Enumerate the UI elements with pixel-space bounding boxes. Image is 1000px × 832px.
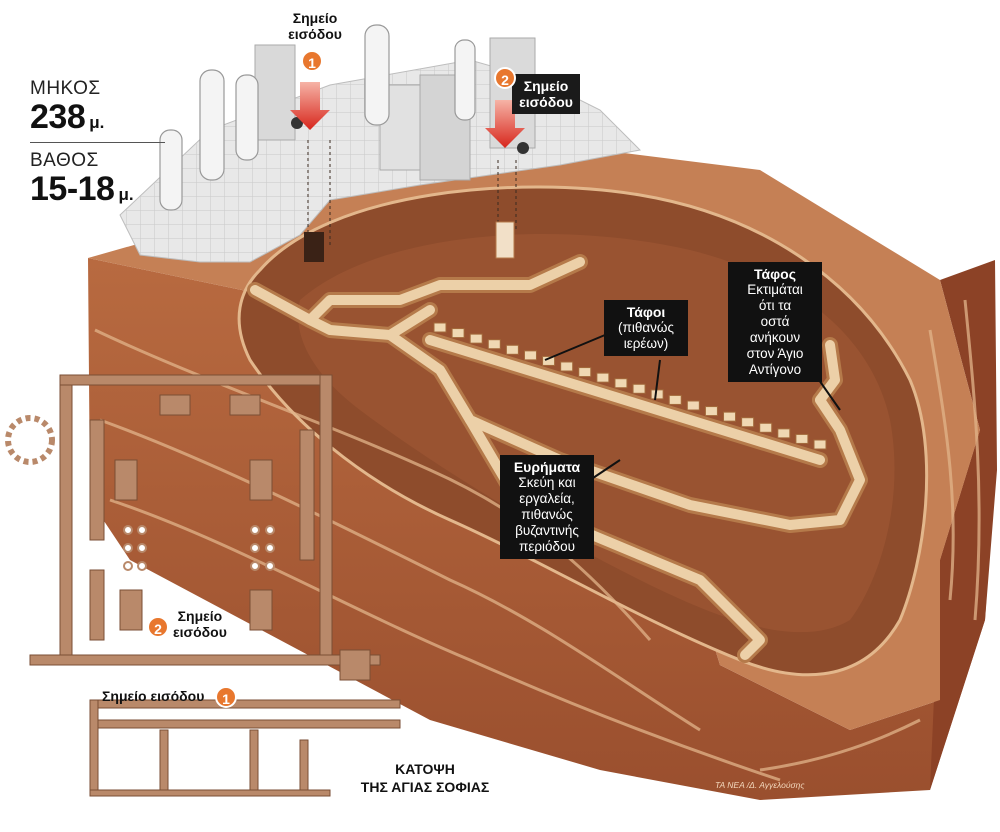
plan-entry-2-badge: 2	[147, 616, 169, 638]
tomb-niche	[433, 322, 447, 333]
callout-leaders	[544, 334, 841, 481]
plan-caption-line1: ΚΑΤΟΨΗ	[395, 761, 455, 777]
entry-2-line1: Σημείο	[523, 78, 569, 94]
callout-tombs-title: Τάφοι	[626, 304, 666, 320]
tomb-niche	[560, 361, 574, 372]
entry-2-line2: εισόδου	[519, 94, 573, 110]
plan-entry-2-line1: Σημείο	[177, 608, 223, 624]
credit-line: ΤΑ ΝΕΑ /Δ. Αγγελούσης	[715, 780, 805, 790]
plan-caption: ΚΑΤΟΨΗ ΤΗΣ ΑΓΙΑΣ ΣΟΦΙΑΣ	[345, 760, 505, 796]
tomb-niche	[542, 355, 556, 366]
tomb-niche	[759, 422, 773, 433]
length-number: 238	[30, 98, 86, 136]
callout-tomb: Τάφος Εκτιμάται ότι τα οστά ανήκουν στον…	[728, 262, 822, 382]
tomb-niches	[433, 322, 827, 450]
tomb-niche	[596, 372, 610, 383]
depth-unit: μ.	[118, 185, 134, 204]
tomb-niche	[614, 378, 628, 389]
tomb-niche	[487, 339, 501, 350]
plan-round-room	[5, 415, 55, 465]
entry-2-badge: 2	[494, 67, 516, 89]
tomb-niche	[578, 367, 592, 378]
callout-tomb-text: Εκτιμάται ότι τα οστά ανήκουν στον Άγιο …	[746, 282, 804, 377]
earth-side-face	[930, 260, 997, 790]
plan-caption-line2: ΤΗΣ ΑΓΙΑΣ ΣΟΦΙΑΣ	[360, 779, 490, 795]
plan-entry-1-label: Σημείο εισόδου	[102, 688, 205, 704]
tomb-niche	[451, 328, 465, 339]
wall-block	[254, 44, 296, 141]
callout-finds-title: Ευρήματα	[513, 459, 581, 475]
entry-1-label: Σημείο εισόδου	[285, 10, 345, 42]
tomb-niche	[668, 394, 682, 405]
plan-entry-1-badge: 1	[215, 686, 237, 708]
plan-colonnade	[123, 525, 275, 571]
tomb-niche	[777, 428, 791, 439]
tomb-niche	[469, 333, 483, 344]
depth-number: 15-18	[30, 170, 115, 208]
tomb-niche	[523, 350, 537, 361]
tomb-niche	[632, 383, 646, 394]
worker-figure	[517, 142, 529, 154]
stats-divider	[30, 142, 165, 143]
callout-tomb-title: Τάφος	[754, 266, 796, 282]
floor-plan	[5, 374, 401, 797]
depth-label: ΒΑΘΟΣ	[30, 150, 99, 171]
soil-strata	[94, 299, 981, 782]
tomb-niche	[795, 433, 809, 444]
length-unit: μ.	[89, 113, 105, 132]
tomb-niche	[686, 400, 700, 411]
callout-finds: Ευρήματα Σκεύη και εργαλεία, πιθανώς βυζ…	[500, 455, 594, 559]
columns	[159, 24, 476, 211]
entry-2-label: Σημείο εισόδου	[512, 74, 580, 114]
tomb-niche	[650, 389, 664, 400]
entry-1-arrow	[290, 82, 330, 130]
plan-entry-2-line2: εισόδου	[173, 624, 227, 640]
tomb-niche	[813, 439, 827, 450]
plan-entry-2-label: Σημείο εισόδου	[173, 608, 227, 640]
callout-tombs: Τάφοι (πιθανώς ιερέων)	[604, 300, 688, 356]
entry-1-line1: Σημείο	[292, 10, 338, 26]
tomb-niche	[704, 406, 718, 417]
entry-1-line2: εισόδου	[288, 26, 342, 42]
length-label: ΜΗΚΟΣ	[30, 78, 101, 99]
tomb-niche	[741, 417, 755, 428]
tomb-niche	[723, 411, 737, 422]
callout-finds-text: Σκεύη και εργαλεία, πιθανώς βυζαντινής π…	[515, 475, 579, 554]
callout-tombs-text: (πιθανώς ιερέων)	[618, 320, 674, 351]
entry-1-badge: 1	[301, 50, 323, 72]
tomb-niche	[505, 344, 519, 355]
